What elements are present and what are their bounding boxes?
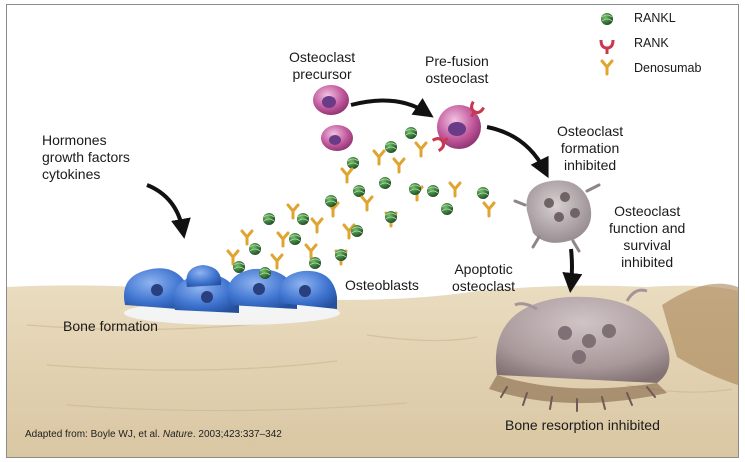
caption-suffix: . 2003;423:337–342 xyxy=(192,429,282,440)
caption-journal: Nature xyxy=(162,429,193,440)
pre-fusion-osteoclast-cell xyxy=(431,100,486,153)
arrow-precursor-to-prefusion xyxy=(350,98,434,118)
label-apoptotic-osteoclast: Apoptotic osteoclast xyxy=(452,261,516,294)
label-osteoclast-precursor: Osteoclast precursor xyxy=(289,49,356,82)
source-caption: Adapted from: Boyle WJ, et al. Nature. 2… xyxy=(25,429,282,440)
figure-frame: RANKL RANK Denosumab Hormones growth fac… xyxy=(6,4,739,458)
label-bone-formation: Bone formation xyxy=(63,318,158,334)
molecule-cloud xyxy=(226,126,496,280)
label-pre-fusion-osteoclast: Pre-fusion osteoclast xyxy=(425,53,489,86)
legend-rank-icon xyxy=(599,38,615,56)
apoptotic-osteoclast xyxy=(489,288,670,412)
bone-texture xyxy=(26,322,733,412)
arrow-prefusion-to-inhibited xyxy=(486,125,549,179)
bone-dark-patch xyxy=(662,283,738,385)
label-osteoblasts: Osteoblasts xyxy=(345,277,419,293)
legend-rankl-icon xyxy=(600,12,614,26)
caption-prefix: Adapted from: Boyle WJ, et al. xyxy=(25,429,163,440)
label-formation-inhibited: Osteoclast formation inhibited xyxy=(557,123,624,173)
legend-rankl-label: RANKL xyxy=(634,11,676,25)
inhibited-osteoclast xyxy=(513,180,601,253)
legend-denosumab-label: Denosumab xyxy=(634,61,702,75)
legend-rank-label: RANK xyxy=(634,36,669,50)
label-function-inhibited: Osteoclast function and survival inhibit… xyxy=(609,203,686,270)
legend-denosumab-icon xyxy=(600,59,614,76)
label-bone-resorption-inhibited: Bone resorption inhibited xyxy=(505,417,660,433)
label-hormones: Hormones growth factors cytokines xyxy=(42,132,130,182)
osteoblast-cluster xyxy=(123,265,340,325)
arrow-inhibited-to-apoptotic xyxy=(562,248,583,293)
arrow-hormones xyxy=(146,183,191,239)
diagram-canvas xyxy=(7,12,738,457)
osteoclast-precursor-cells xyxy=(313,85,353,151)
